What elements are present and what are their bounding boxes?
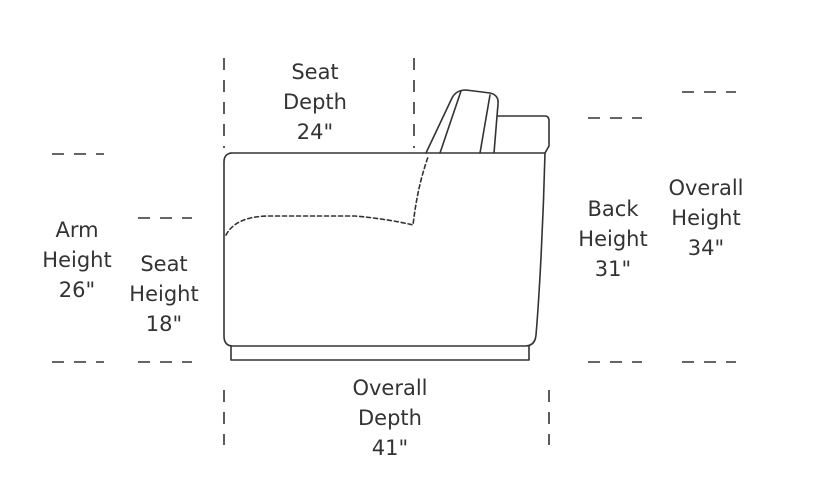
overall-height-label-line2: Height bbox=[671, 206, 741, 230]
overall-height-value: 34" bbox=[687, 236, 725, 260]
seat-height-label-line2: Height bbox=[129, 282, 199, 306]
overall-depth-value: 41" bbox=[371, 436, 409, 460]
arm-height-label: Arm Height 26" bbox=[22, 215, 132, 305]
seat-depth-label-line1: Seat bbox=[291, 60, 339, 84]
overall-depth-label-line1: Overall bbox=[352, 376, 428, 400]
sofa-back-cushion bbox=[425, 89, 499, 154]
overall-height-label-line1: Overall bbox=[668, 176, 744, 200]
seat-cushion-outline bbox=[225, 156, 429, 236]
seat-depth-label-line2: Depth bbox=[283, 90, 347, 114]
seat-height-label-line1: Seat bbox=[140, 252, 188, 276]
back-height-label: Back Height 31" bbox=[562, 194, 664, 284]
arm-height-label-line2: Height bbox=[42, 248, 112, 272]
sofa-back-frame bbox=[497, 115, 550, 154]
overall-height-label: Overall Height 34" bbox=[648, 173, 764, 263]
back-height-label-line1: Back bbox=[587, 197, 639, 221]
arm-height-value: 26" bbox=[58, 278, 96, 302]
seat-depth-label: Seat Depth 24" bbox=[255, 57, 375, 147]
seat-height-label: Seat Height 18" bbox=[112, 249, 216, 339]
back-height-label-line2: Height bbox=[578, 227, 648, 251]
sofa-back-cushion-seam bbox=[479, 94, 491, 154]
overall-depth-label-line2: Depth bbox=[358, 406, 422, 430]
arm-height-label-line1: Arm bbox=[55, 218, 99, 242]
sofa-back-cushion-inner bbox=[439, 90, 462, 154]
overall-depth-label: Overall Depth 41" bbox=[330, 373, 450, 463]
sofa-body bbox=[223, 152, 546, 347]
sofa-base bbox=[230, 345, 530, 361]
seat-height-value: 18" bbox=[145, 312, 183, 336]
seat-depth-value: 24" bbox=[296, 120, 334, 144]
back-height-value: 31" bbox=[594, 257, 632, 281]
